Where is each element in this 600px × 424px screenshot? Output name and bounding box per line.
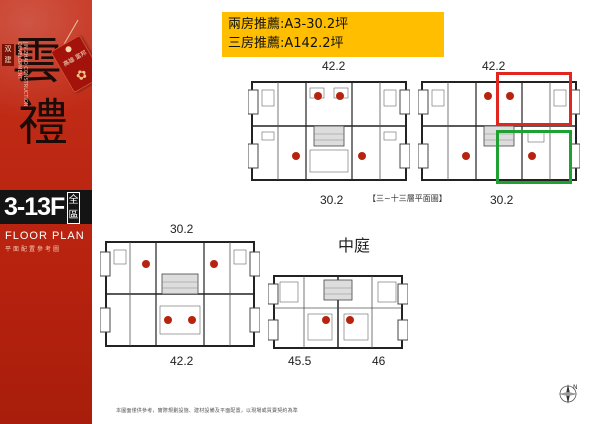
brand-logo: 雲 禮 <box>4 34 90 164</box>
plan-c-bottom-size: 42.2 <box>170 354 194 368</box>
plan-a-top-size: 42.2 <box>322 59 346 73</box>
brochure-sidebar: 双建 雲 禮 JIN ZHAO CONSTRUCTION DEVELOPMENT… <box>0 0 92 424</box>
floor-caption: 【三~十三層平面圖】 <box>368 194 447 203</box>
floor-plan-d <box>268 270 408 354</box>
floor-plan-c <box>100 236 260 354</box>
courtyard-label: 中庭 <box>338 236 371 255</box>
recommendation-box: 兩房推薦:A3-30.2坪 三房推薦:A142.2坪 <box>222 12 444 57</box>
three-room-recommendation: 三房推薦:A142.2坪 <box>228 36 344 51</box>
two-room-recommendation: 兩房推薦:A3-30.2坪 <box>228 17 349 32</box>
brand-char-2: 禮 <box>18 94 68 152</box>
compass-icon: N <box>556 382 580 406</box>
plan-d-left-size: 45.5 <box>288 354 312 368</box>
tag-text: 高雄 富邦 <box>62 49 89 69</box>
disclaimer-text: 本圖面僅供參考，實際規劃設施、建材設備及平面配置，以現場或買賣契約為準 <box>116 408 299 414</box>
plan-a-bottom-size: 30.2 <box>320 193 344 207</box>
flower-icon: ✿ <box>73 66 91 85</box>
compass-label: N <box>573 384 578 391</box>
plan-c-top-size: 30.2 <box>170 222 194 236</box>
floor-scope: 全區 <box>67 192 80 224</box>
floor-plan-subtitle: 平面配置參考圖 <box>5 246 62 253</box>
brand-char-1: 雲 <box>12 32 62 90</box>
plan-d-right-size: 46 <box>372 354 386 368</box>
floor-plan-a <box>248 74 410 186</box>
brand-subtitle: JIN ZHAO CONSTRUCTION DEVELOPMENT <box>16 42 28 107</box>
plan-b-bottom-size: 30.2 <box>490 193 514 207</box>
floor-range: 3-13F <box>4 193 65 221</box>
plan-b-top-size: 42.2 <box>482 59 506 73</box>
floor-range-label: 3-13F 全區 <box>0 190 92 224</box>
floor-plan-title: FLOOR PLAN <box>5 230 85 242</box>
brand-seal: 双建 <box>2 44 14 66</box>
three-room-highlight <box>496 72 572 126</box>
two-room-highlight <box>496 130 572 184</box>
